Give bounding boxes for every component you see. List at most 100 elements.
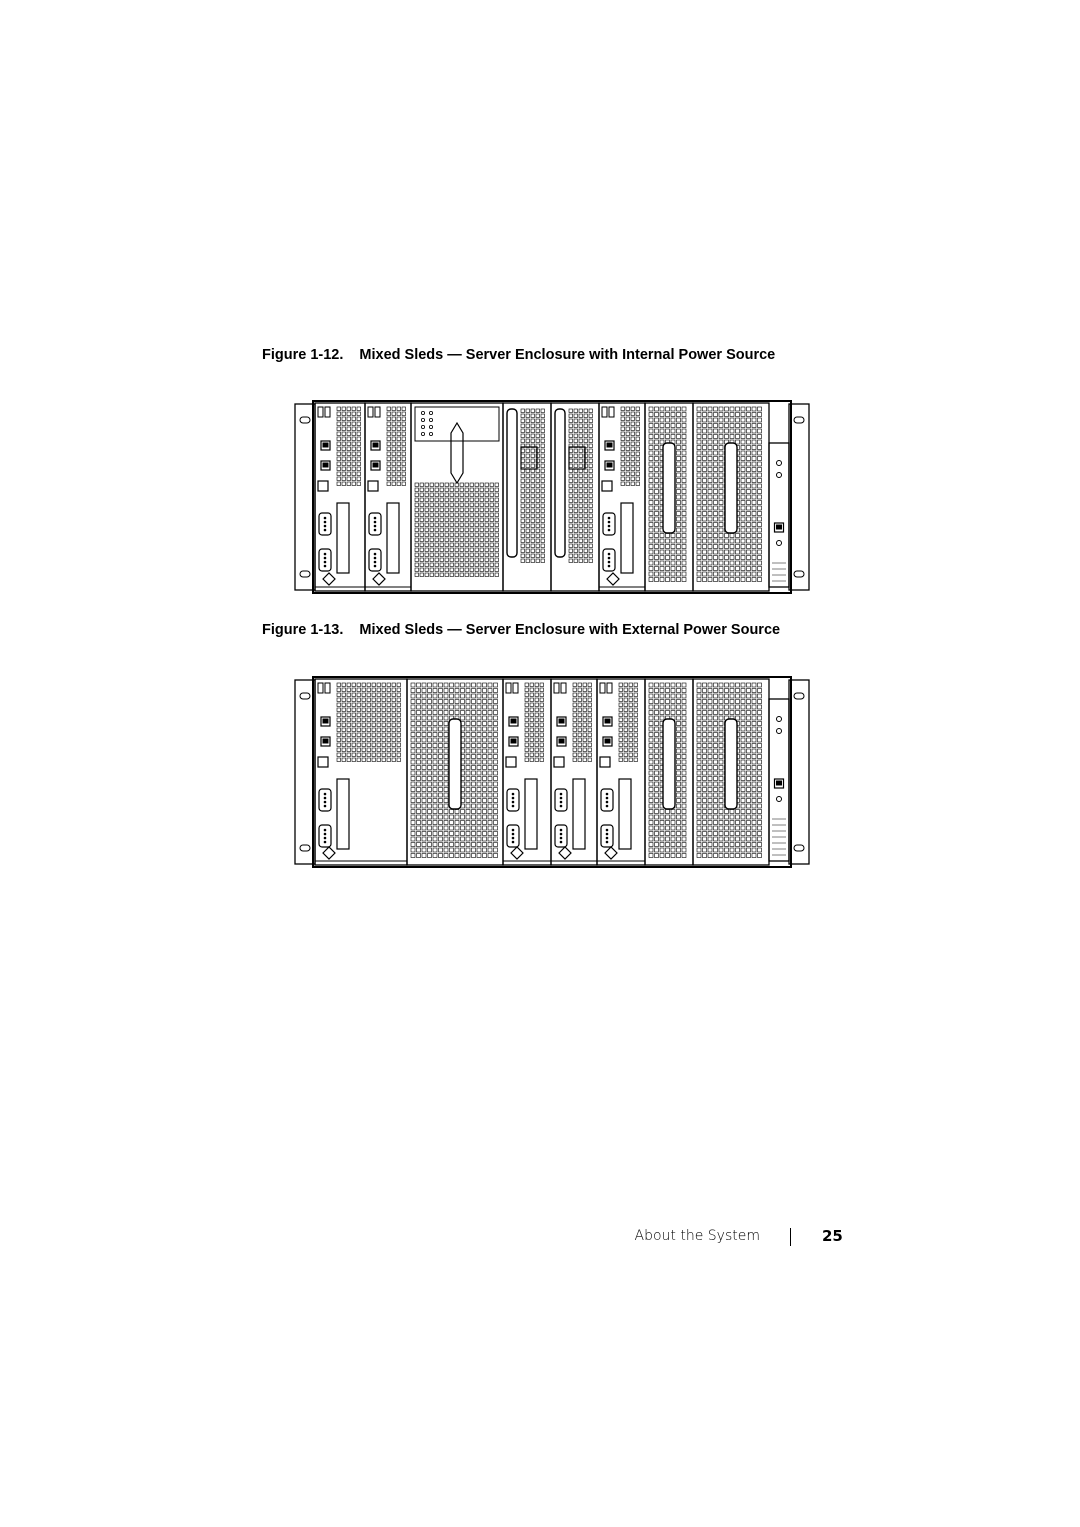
usb-port	[317, 406, 324, 418]
port-pin	[323, 828, 327, 832]
network-port-detail	[322, 442, 329, 448]
figure-number: Figure 1-12.	[262, 347, 344, 363]
network-port	[320, 440, 331, 451]
expansion-slot	[336, 778, 350, 850]
network-port	[773, 778, 785, 789]
vga-port	[318, 548, 332, 572]
vent-grid	[410, 682, 498, 858]
enclosure-drawing	[294, 676, 810, 868]
network-port	[602, 716, 613, 727]
vga-port	[368, 548, 382, 572]
port-pin	[323, 832, 327, 836]
management-panel	[768, 442, 790, 588]
port-pin	[323, 796, 327, 800]
status-led	[599, 756, 611, 768]
port-pin	[605, 828, 609, 832]
port-pin	[373, 564, 377, 568]
footer-section-title: About the System	[634, 1228, 760, 1244]
vent-grid	[336, 682, 401, 762]
network-port-detail	[558, 718, 565, 724]
port-pin	[323, 840, 327, 844]
port-pin	[373, 528, 377, 532]
network-port-detail	[372, 442, 379, 448]
port-pin	[605, 804, 609, 808]
enclosure-illustration-external-power	[294, 674, 810, 870]
vent-grid	[386, 406, 406, 486]
network-port-detail	[606, 462, 613, 468]
network-port-detail	[322, 462, 329, 468]
status-led	[776, 796, 782, 802]
port-pin	[559, 804, 563, 808]
status-led	[317, 756, 329, 768]
mounting-slot	[793, 844, 805, 852]
indicator-led	[421, 410, 426, 415]
power-module-handle	[724, 718, 738, 810]
network-port-detail	[776, 524, 782, 530]
usb-port	[606, 682, 613, 694]
expansion-slot	[620, 502, 634, 574]
port-pin	[607, 552, 611, 556]
port-pin	[323, 560, 327, 564]
vent-grid	[618, 682, 638, 762]
usb-port	[324, 406, 331, 418]
network-port-detail	[606, 442, 613, 448]
network-port-detail	[604, 718, 611, 724]
port-pin	[559, 840, 563, 844]
network-port	[370, 460, 381, 471]
expansion-slot	[572, 778, 586, 850]
network-port	[508, 716, 519, 727]
port-pin	[605, 792, 609, 796]
usb-port	[317, 682, 324, 694]
network-port-detail	[322, 738, 329, 744]
compute-sled	[596, 678, 646, 866]
figure-title: Mixed Sleds — Server Enclosure with Exte…	[359, 622, 781, 638]
indicator-led	[428, 410, 433, 415]
vga-port	[368, 512, 382, 536]
vent-grid	[414, 482, 499, 577]
usb-port	[560, 682, 567, 694]
power-module-handle	[724, 442, 738, 534]
indicator-led	[421, 424, 426, 429]
mounting-slot	[299, 844, 311, 852]
power-module-handle	[662, 442, 676, 534]
compute-sled	[364, 402, 412, 592]
mounting-slot	[793, 692, 805, 700]
network-port	[320, 736, 331, 747]
network-port	[604, 460, 615, 471]
port-pin	[323, 516, 327, 520]
mounting-slot	[299, 570, 311, 578]
network-port	[320, 716, 331, 727]
port-pin	[605, 836, 609, 840]
port-pin	[559, 828, 563, 832]
enclosure-frame	[312, 676, 792, 868]
expansion-slot	[336, 502, 350, 574]
vga-port	[318, 824, 332, 848]
vga-port	[318, 512, 332, 536]
port-pin	[373, 524, 377, 528]
sled-handle	[554, 408, 566, 558]
port-pin	[373, 560, 377, 564]
usb-port	[324, 682, 331, 694]
management-panel	[768, 698, 790, 862]
compute-sled	[598, 402, 646, 592]
network-port-detail	[372, 462, 379, 468]
port-pin	[607, 520, 611, 524]
network-port	[602, 736, 613, 747]
port-pin	[373, 556, 377, 560]
network-port-detail	[558, 738, 565, 744]
indicator-led	[428, 432, 433, 437]
vent-grid	[520, 408, 545, 563]
network-port	[320, 460, 331, 471]
vga-port	[602, 548, 616, 572]
vent-grid	[572, 682, 592, 762]
release-handle	[322, 572, 336, 586]
mounting-slot	[299, 416, 311, 424]
status-led	[601, 480, 613, 492]
vent-grid	[648, 682, 687, 858]
port-pin	[323, 800, 327, 804]
vent-grid	[568, 408, 593, 563]
figure-title: Mixed Sleds — Server Enclosure with Inte…	[359, 347, 776, 363]
usb-port	[599, 682, 606, 694]
port-pin	[559, 800, 563, 804]
network-port	[556, 716, 567, 727]
